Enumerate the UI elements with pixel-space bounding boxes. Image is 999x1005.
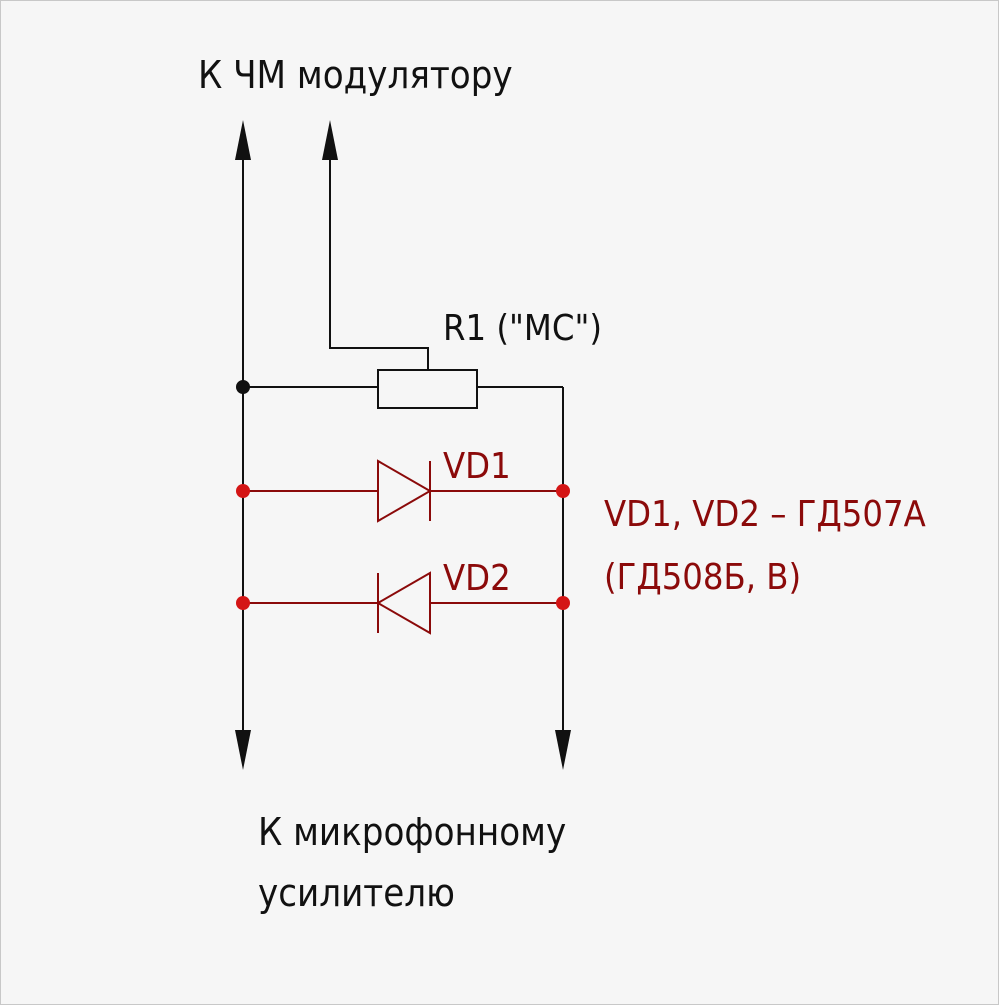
arrow-up-wiper <box>322 120 338 160</box>
diode-note-line1: VD1, VD2 – ГД507А <box>604 494 926 535</box>
resistor-r1 <box>377 369 478 409</box>
diode-vd1 <box>243 459 563 523</box>
vd2-label: VD2 <box>443 558 511 599</box>
bottom-label-line1: К микрофонному <box>258 810 566 854</box>
vd1-label: VD1 <box>443 446 511 487</box>
top-label: К ЧМ модулятору <box>198 53 513 97</box>
wiper-lead-wire <box>329 145 429 370</box>
resistor-label: R1 ("МС") <box>443 308 602 349</box>
junction-vd1-left <box>236 484 250 498</box>
arrow-down-right <box>555 730 571 770</box>
junction-vd2-left <box>236 596 250 610</box>
arrow-up-left <box>235 120 251 160</box>
bottom-label-line2: усилителю <box>258 871 455 915</box>
diode-note-line2: (ГД508Б, В) <box>604 557 801 598</box>
junction-vd1-right <box>556 484 570 498</box>
arrow-down-left <box>235 730 251 770</box>
junction-vd2-right <box>556 596 570 610</box>
junction-top-left <box>236 380 250 394</box>
diode-vd2 <box>243 571 563 635</box>
